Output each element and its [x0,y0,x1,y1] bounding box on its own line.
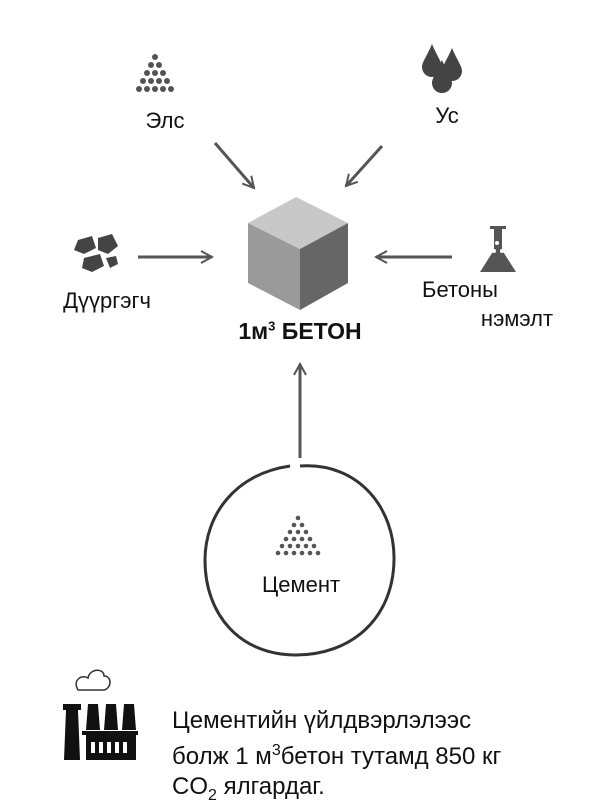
additive-flask-icon [480,226,516,272]
factory-icon [63,669,138,760]
label-additive-2: нэмэлт [480,306,554,331]
note-line-2: болж 1 м3бетон тутамд 850 кг [172,736,501,772]
label-sand: Элс [145,108,185,133]
note-line2-exp: 3 [271,742,281,759]
note-line-1: Цементийн үйлдвэрлэлээс [172,707,472,734]
note-co-sub: 2 [208,786,217,804]
arrow-sand [213,142,254,188]
product-title: 1м3 БЕТОН [238,318,361,345]
emission-note: Цементийн үйлдвэрлэлээс болж 1 м3бетон т… [172,706,501,811]
label-additive-1: Бетоны [422,277,498,302]
product-amount: 1м [238,318,269,344]
note-line3b: ялгардаг. [216,773,325,800]
note-co: CO [172,773,208,800]
label-cement: Цемент [261,572,341,597]
label-aggregate: Дүүргэгч [63,288,151,313]
water-drops-icon [422,44,462,93]
product-exp: 3 [268,318,276,334]
aggregate-rocks-icon [74,234,118,272]
note-line-3: CO2 ялгардаг. [172,772,501,811]
cement-circle [203,464,396,657]
product-name: БЕТОН [281,318,362,344]
note-line2a: болж 1 м [172,743,272,770]
sand-icon [136,54,174,92]
cement-icon [275,515,321,556]
label-water: Ус [435,103,459,128]
arrow-water [346,144,384,186]
note-line2b: бетон тутамд 850 кг [280,743,502,770]
concrete-cube-icon [248,197,348,310]
